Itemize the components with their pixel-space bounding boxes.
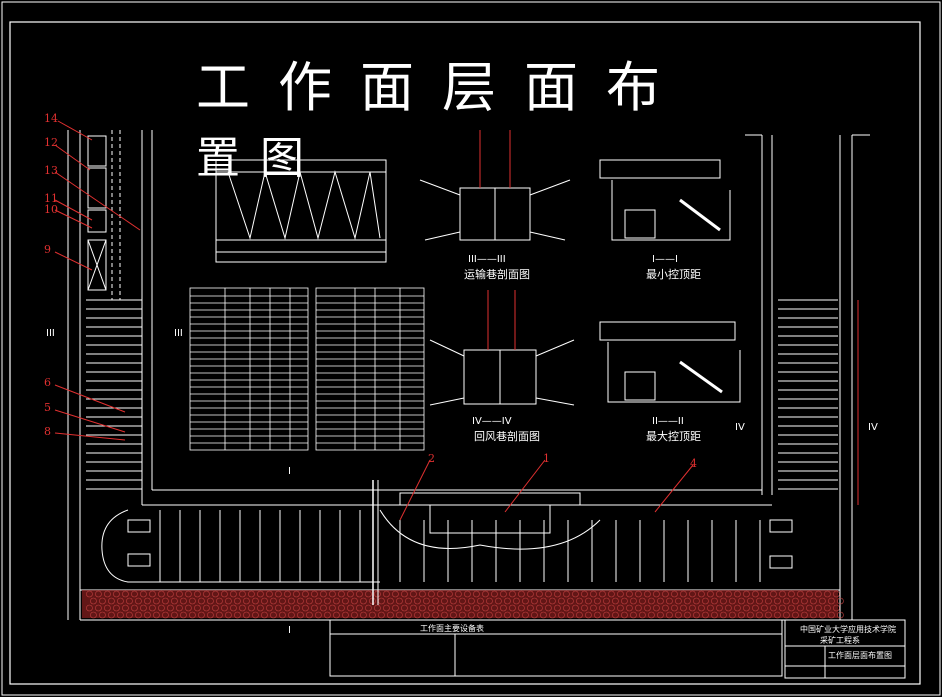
transport-section-mark: III——III (468, 254, 506, 265)
callout-1: 1 (543, 452, 550, 465)
marker-iv-b: IV (868, 422, 878, 433)
callout-11: 11 (44, 192, 58, 205)
title-block (329, 619, 906, 679)
shield-supports (159, 510, 761, 582)
drawing-title-line2: 置图 (196, 133, 324, 184)
right-support-bars (778, 299, 838, 490)
callout-12: 12 (44, 136, 58, 149)
conveyor (101, 509, 793, 583)
section-max (599, 321, 741, 403)
left-roadway (67, 130, 153, 620)
section-transport (419, 130, 571, 241)
section-min (599, 159, 731, 241)
callout-5: 5 (44, 401, 51, 414)
min-roof-caption: 最小控顶距 (646, 268, 701, 281)
gob-area (82, 590, 844, 619)
callout-13: 13 (44, 164, 58, 177)
marker-iv-a: IV (735, 422, 745, 433)
equipment-table-title: 工作面主要设备表 (420, 624, 484, 633)
cycle-graph (215, 159, 387, 263)
callout-2: 2 (428, 452, 435, 465)
title-block-dept: 采矿工程系 (820, 636, 860, 645)
marker-iii-left: III (46, 328, 55, 339)
callout-9: 9 (44, 243, 51, 256)
marker-i-top: I (288, 466, 291, 477)
left-support-bars (86, 299, 142, 490)
marker-i-bottom: I (288, 625, 291, 636)
max-roof-mark: II——II (652, 416, 684, 427)
marker-iii-mid: III (174, 328, 183, 339)
right-roadway (745, 134, 870, 620)
inner-frame (9, 21, 921, 685)
callout-8: 8 (44, 425, 51, 438)
max-roof-caption: 最大控顶距 (646, 430, 701, 443)
callout-10: 10 (44, 203, 58, 216)
transport-section-caption: 运输巷剖面图 (464, 268, 530, 281)
min-roof-mark: I——I (652, 254, 678, 265)
return-section-caption: 回风巷剖面图 (474, 430, 540, 443)
callout-14: 14 (44, 112, 58, 125)
title-block-school: 中国矿业大学应用技术学院 (800, 625, 896, 634)
callout-lines (54, 120, 694, 521)
callout-4: 4 (690, 457, 697, 470)
callout-6: 6 (44, 376, 51, 389)
section-return (429, 290, 575, 406)
drawing-title: 工作面层面布 (196, 56, 688, 119)
data-tables (189, 287, 425, 451)
return-section-mark: IV——IV (472, 416, 512, 427)
title-block-drawing-name: 工作面层面布置图 (828, 651, 892, 660)
